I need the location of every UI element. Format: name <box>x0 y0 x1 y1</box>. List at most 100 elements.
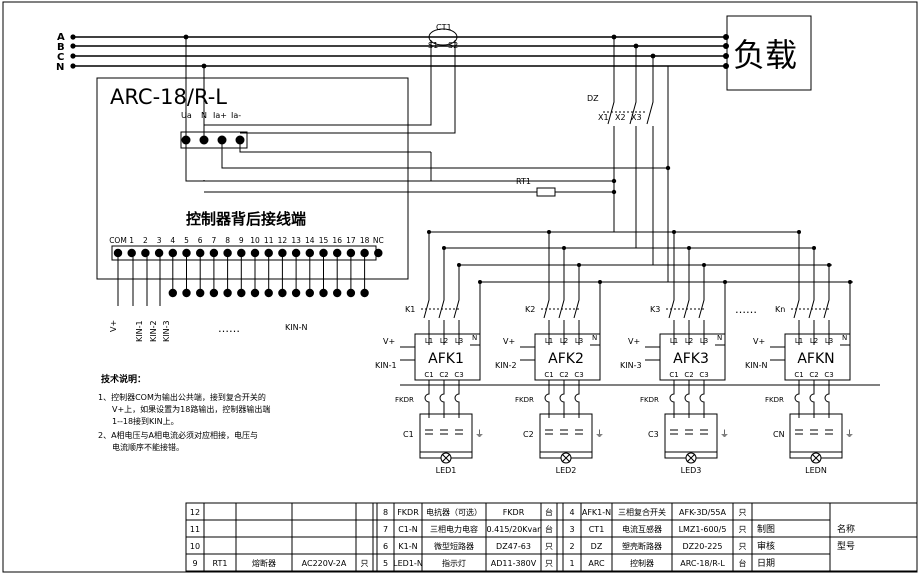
terminal-dot-NC <box>374 248 383 258</box>
terminal-label-15: 15 <box>319 236 329 245</box>
kin-wires <box>117 254 161 306</box>
terminal-dot-COM <box>113 248 123 258</box>
module-supply-wire <box>698 265 705 345</box>
terminal-dot-3 <box>154 248 164 258</box>
module-junction <box>827 263 831 267</box>
table-cell-right: 只 <box>739 525 747 534</box>
module-fkdr-label: FKDR <box>640 396 659 404</box>
terminal-label-12: 12 <box>278 236 288 245</box>
ground-icon: ⏚ <box>845 429 854 440</box>
terminal-label-9: 9 <box>239 236 244 245</box>
module-junction <box>702 263 706 267</box>
notes-line-4: 2、A相电压与A相电流必须对应相接，电压与 <box>98 430 258 440</box>
table-cell-right: 只 <box>739 508 747 517</box>
module-terminal-c2: C2 <box>559 371 568 379</box>
module-terminal-l2: L2 <box>685 337 693 345</box>
module-supply-wire <box>668 232 675 345</box>
module-junction <box>797 230 801 234</box>
led-cross <box>686 453 696 463</box>
table-cell-right: 塑壳断路器 <box>622 541 662 551</box>
module-supply-wire <box>543 232 550 345</box>
controller-terminal-title: 控制器背后接线端 <box>186 210 306 228</box>
table-cell-mid: C1-N <box>398 525 418 534</box>
module-led-label: LED3 <box>681 466 702 475</box>
terminal-label-7: 7 <box>212 236 217 245</box>
notes-line-5: 电流顺序不能接错。 <box>112 442 184 452</box>
phase-label-a: A <box>57 32 65 43</box>
table-cell-mid: 0.415/20Kvar <box>487 525 542 534</box>
module-vplus: V+ <box>383 337 395 346</box>
module-breaker-label: K1 <box>405 305 415 314</box>
module-terminal-l1: L1 <box>425 337 433 345</box>
table-cell-right: ARC-18/R-L <box>680 559 725 568</box>
module-junction <box>547 230 551 234</box>
module-terminal-n: N <box>842 334 847 342</box>
table-cell-mid: FKDR <box>397 508 419 517</box>
module-terminal-n: N <box>592 334 597 342</box>
table-cell-right: AFK-3D/55A <box>679 508 726 517</box>
module-junction <box>478 280 482 284</box>
table-cell-left: 9 <box>192 559 197 568</box>
module-body <box>784 333 851 381</box>
module-terminal-c1: C1 <box>669 371 678 379</box>
table-cell-right: 只 <box>739 542 747 551</box>
module-junction <box>598 280 602 284</box>
module-supply-wire <box>423 232 430 345</box>
module-junction <box>723 280 727 284</box>
rt1-label: RT1 <box>516 177 531 186</box>
title-block-draw: 制图 <box>757 523 775 535</box>
module-reactor-coil <box>824 380 830 418</box>
table-cell-mid: LED1-N <box>393 559 423 568</box>
ground-icon: ⏚ <box>475 429 484 440</box>
table-cell-right: DZ <box>591 542 603 551</box>
module-terminal-n: N <box>472 334 477 342</box>
module-junction <box>427 230 431 234</box>
dz-junctions <box>611 165 671 195</box>
module-fkdr-label: FKDR <box>765 396 784 404</box>
module-supply-wire <box>558 248 565 345</box>
module-body <box>659 333 726 381</box>
module-terminal-c3: C3 <box>574 371 583 379</box>
module-fkdr-label: FKDR <box>395 396 414 404</box>
table-cell-mid: FKDR <box>503 508 525 517</box>
dz-x1: X1 <box>598 113 609 122</box>
table-cell-left: 只 <box>361 559 369 568</box>
module-led-label: LED1 <box>436 466 457 475</box>
table-cell-mid: 7 <box>383 525 388 534</box>
ground-icon: ⏚ <box>720 429 729 440</box>
module-capacitor-label: C1 <box>403 430 414 439</box>
notes-title: 技术说明： <box>101 373 146 385</box>
terminal-label-11: 11 <box>264 236 274 245</box>
table-cell-left: RT1 <box>213 559 228 568</box>
table-cell-right: AFK1-N <box>582 508 611 517</box>
title-block-name: 名称 <box>837 523 855 535</box>
load-box <box>726 15 812 91</box>
ct1-label: CT1 <box>436 23 452 32</box>
dz-label: DZ <box>587 94 599 103</box>
led-cross <box>561 453 571 463</box>
module-dots: …… <box>735 303 757 316</box>
kin-dots: …… <box>218 322 240 335</box>
ground-icon: ⏚ <box>595 429 604 440</box>
table-cell-mid: K1-N <box>398 542 417 551</box>
module-name: AFK3 <box>673 351 709 367</box>
module-reactor-coil <box>559 380 565 418</box>
bus-bars <box>72 36 728 67</box>
dz-x3: X3 <box>631 113 642 122</box>
terminal-dot-1 <box>127 248 136 258</box>
module-reactor-coil <box>699 380 705 418</box>
kin-2-label: KIN-2 <box>149 320 158 342</box>
kin-3-label: KIN-3 <box>162 320 171 342</box>
module-led-label: LEDN <box>805 466 827 475</box>
terminal-wires <box>172 253 366 293</box>
module-reactor-coil <box>544 380 550 418</box>
terminal-label-8: 8 <box>225 236 230 245</box>
module-reactor-coil <box>809 380 815 418</box>
module-terminal-l1: L1 <box>795 337 803 345</box>
module-vplus: V+ <box>628 337 640 346</box>
module-kin: KIN-N <box>745 361 767 370</box>
terminal-dot-2 <box>141 248 150 258</box>
